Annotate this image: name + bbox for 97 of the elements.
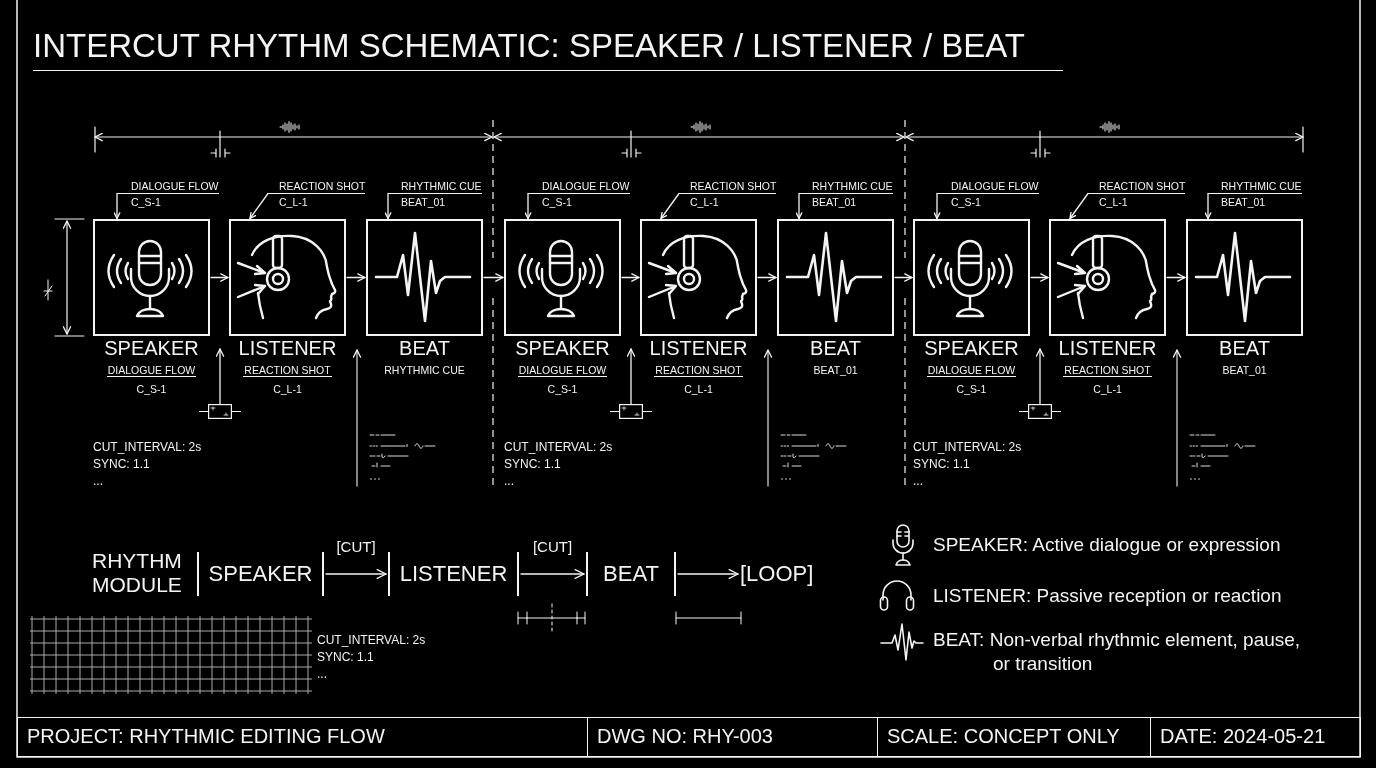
- arrow: [757, 273, 777, 282]
- callout-code: C_S-1: [951, 196, 981, 209]
- title-block-entry: SCALE: CONCEPT ONLY: [877, 717, 1151, 757]
- edge-label: [CUT]: [334, 538, 378, 556]
- note-text: CUT_INTERVAL: 2s: [913, 439, 1022, 456]
- flow-step: SPEAKER: [197, 552, 324, 596]
- note-text: ...: [913, 473, 923, 490]
- legend-text: LISTENER: Passive reception or reaction: [933, 584, 1282, 608]
- node-text: C_L-1: [1092, 383, 1123, 395]
- node-title: SPEAKER: [104, 338, 199, 358]
- module-label: RHYTHM MODULE: [92, 549, 183, 597]
- note-text: ...: [93, 473, 103, 490]
- arrow: [626, 348, 636, 405]
- node-text: DIALOGUE FLOW: [926, 364, 1017, 377]
- node-title: LISTENER: [238, 338, 337, 358]
- node-title: LISTENER: [649, 338, 748, 358]
- callout-code: BEAT_01: [812, 196, 857, 209]
- arrow: [215, 348, 225, 405]
- note-text: CUT_INTERVAL: 2s: [504, 439, 613, 456]
- note-text: ...: [504, 473, 514, 490]
- note-text: SYNC: 1.1: [317, 649, 374, 666]
- node-title: BEAT: [810, 338, 861, 358]
- leader-line: [795, 192, 803, 220]
- leader-line: [524, 192, 532, 220]
- note-text: CUT_INTERVAL: 2s: [317, 632, 426, 649]
- node-text: BEAT_01: [1221, 364, 1268, 376]
- node-text: C_L-1: [683, 383, 714, 395]
- arrow: [483, 273, 504, 282]
- node-text: C_S-1: [955, 383, 988, 395]
- callout-title: DIALOGUE FLOW: [117, 180, 219, 194]
- legend-text: SPEAKER: Active dialogue or expression: [933, 533, 1281, 557]
- callout-code: C_S-1: [542, 196, 572, 209]
- node-title: BEAT: [1219, 338, 1270, 358]
- arrow: [325, 568, 387, 580]
- title-block-entry: PROJECT: RHYTHMIC EDITING FLOW: [17, 717, 588, 757]
- arrow: [346, 273, 366, 282]
- node-text: REACTION SHOT: [1063, 364, 1152, 377]
- arrow: [1166, 273, 1186, 282]
- callout-title: REACTION SHOT: [1088, 180, 1186, 194]
- node-title: SPEAKER: [515, 338, 610, 358]
- arrow: [677, 568, 739, 580]
- block-symbol: [199, 404, 241, 419]
- arrow: [894, 273, 913, 282]
- node-text: C_S-1: [135, 383, 168, 395]
- flow-step: BEAT: [586, 552, 676, 596]
- block-symbol: [610, 404, 652, 419]
- note-text: SYNC: 1.1: [504, 456, 561, 473]
- leader-line: [660, 192, 680, 220]
- arrow: [1035, 348, 1045, 405]
- node-text: REACTION SHOT: [654, 364, 743, 377]
- title: INTERCUT RHYTHM SCHEMATIC: SPEAKER / LISTENER / BEAT: [33, 26, 1063, 71]
- title-block-entry: DATE: 2024-05-21: [1150, 717, 1361, 757]
- step-label: [LOOP]: [740, 552, 814, 596]
- arrow: [763, 349, 773, 487]
- note-text: SYNC: 1.1: [93, 456, 150, 473]
- callout-title: DIALOGUE FLOW: [528, 180, 630, 194]
- leader-line: [384, 192, 392, 220]
- node-title: SPEAKER: [924, 338, 1019, 358]
- flow-step: LISTENER: [388, 552, 519, 596]
- legend-text: BEAT: Non-verbal rhythmic element, pause, or transition: [933, 628, 1302, 676]
- arrow: [520, 568, 585, 580]
- callout-title: REACTION SHOT: [679, 180, 777, 194]
- node-title: LISTENER: [1058, 338, 1157, 358]
- callout-code: BEAT_01: [401, 196, 446, 209]
- leader-line: [113, 192, 121, 220]
- node-text: C_L-1: [272, 383, 303, 395]
- callout-code: BEAT_01: [1221, 196, 1266, 209]
- arrow: [1172, 349, 1182, 487]
- callout-code: C_L-1: [1099, 196, 1128, 209]
- node-text: DIALOGUE FLOW: [517, 364, 608, 377]
- node-text: DIALOGUE FLOW: [106, 364, 197, 377]
- arrow: [210, 273, 229, 282]
- leader-line: [933, 192, 941, 220]
- note-text: ...: [317, 666, 327, 683]
- leader-line: [1069, 192, 1089, 220]
- arrow: [352, 349, 362, 487]
- leader-line: [249, 192, 269, 220]
- node-text: RHYTHMIC CUE: [383, 364, 466, 376]
- note-text: CUT_INTERVAL: 2s: [93, 439, 202, 456]
- leader-line: [1204, 192, 1212, 220]
- callout-title: RHYTHMIC CUE: [799, 180, 893, 194]
- node-text: BEAT_01: [812, 364, 859, 376]
- arrow: [621, 273, 640, 282]
- arrow: [1030, 273, 1049, 282]
- callout-code: C_L-1: [690, 196, 719, 209]
- callout-title: RHYTHMIC CUE: [1208, 180, 1302, 194]
- node-text: C_S-1: [546, 383, 579, 395]
- block-symbol: [1019, 404, 1061, 419]
- title-block-entry: DWG NO: RHY-003: [587, 717, 878, 757]
- note-text: SYNC: 1.1: [913, 456, 970, 473]
- callout-title: REACTION SHOT: [268, 180, 366, 194]
- node-text: REACTION SHOT: [243, 364, 332, 377]
- callout-title: DIALOGUE FLOW: [937, 180, 1039, 194]
- callout-title: RHYTHMIC CUE: [388, 180, 482, 194]
- node-title: BEAT: [399, 338, 450, 358]
- callout-code: C_L-1: [279, 196, 308, 209]
- callout-code: C_S-1: [131, 196, 161, 209]
